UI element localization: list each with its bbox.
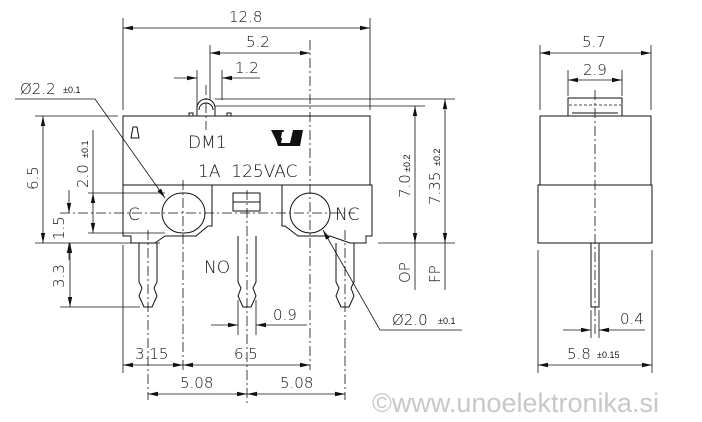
switch-body-outline	[122, 115, 373, 244]
dim-edge-to-hole: 3.15	[135, 345, 168, 363]
terminal-c-label: C	[128, 205, 140, 225]
dim-actuator-width: 1.2	[235, 59, 259, 77]
part-label: DM1	[188, 133, 227, 153]
dim-top-width: 5.7	[582, 33, 606, 51]
dim-pin-pitch-right: 5.08	[280, 374, 313, 392]
dim-cap-width: 2.9	[583, 61, 607, 79]
side-view: 5.7 2.9 0.4 5.8 ±0.15	[537, 33, 653, 373]
op-label: OP	[396, 262, 414, 283]
ul-logo-icon	[271, 130, 303, 146]
dim-op-height-tol: ±0.2	[402, 155, 412, 172]
dim-hole-spacing: 6.5	[234, 345, 258, 363]
dim-pin-thickness: 0.4	[620, 310, 644, 328]
rating-label: 1A 125VAC	[198, 162, 297, 182]
dim-fp-height-tol: ±0.2	[432, 149, 442, 166]
fp-label: FP	[426, 265, 444, 283]
dim-pin-length: 3.3	[50, 264, 68, 288]
dim-body-height: 6.5	[24, 166, 42, 190]
dim-pin-pitch-left: 5.08	[180, 374, 213, 392]
dim-overall-width: 12.8	[229, 8, 262, 26]
watermark: ©www.unoelektronika.si	[372, 388, 659, 418]
dim-actuator-offset: 5.2	[246, 33, 270, 51]
side-body-upper	[539, 115, 652, 186]
front-dimensions: 12.8 5.2 1.2 Ø2.2 ±0.1 6.5 2.0 ±0.1 1.5 …	[15, 8, 462, 397]
dim-hole-height-tol: ±0.1	[80, 141, 90, 158]
front-view: DM1 1A 125VAC C NC NO	[60, 40, 373, 405]
dim-bottom-width: 5.8	[567, 345, 591, 363]
dim-pin-width: 0.9	[273, 306, 297, 324]
dim-fp-height: 7.35	[426, 172, 444, 205]
dim-hole-height: 2.0	[74, 164, 92, 188]
dim-hole-center-height: 1.5	[50, 216, 68, 240]
dim-hole-c-dia: Ø2.2	[20, 80, 56, 98]
terminal-nc-label: NC	[335, 205, 360, 225]
polarity-mark-icon	[130, 126, 140, 139]
terminal-no-label: NO	[204, 258, 230, 278]
dim-bottom-width-tol: ±0.15	[597, 350, 619, 360]
dim-hole-nc-dia: Ø2.0	[392, 311, 428, 329]
dim-hole-nc-dia-tol: ±0.1	[438, 316, 455, 326]
dim-hole-c-dia-tol: ±0.1	[63, 85, 80, 95]
dim-op-height: 7.0	[396, 174, 414, 198]
